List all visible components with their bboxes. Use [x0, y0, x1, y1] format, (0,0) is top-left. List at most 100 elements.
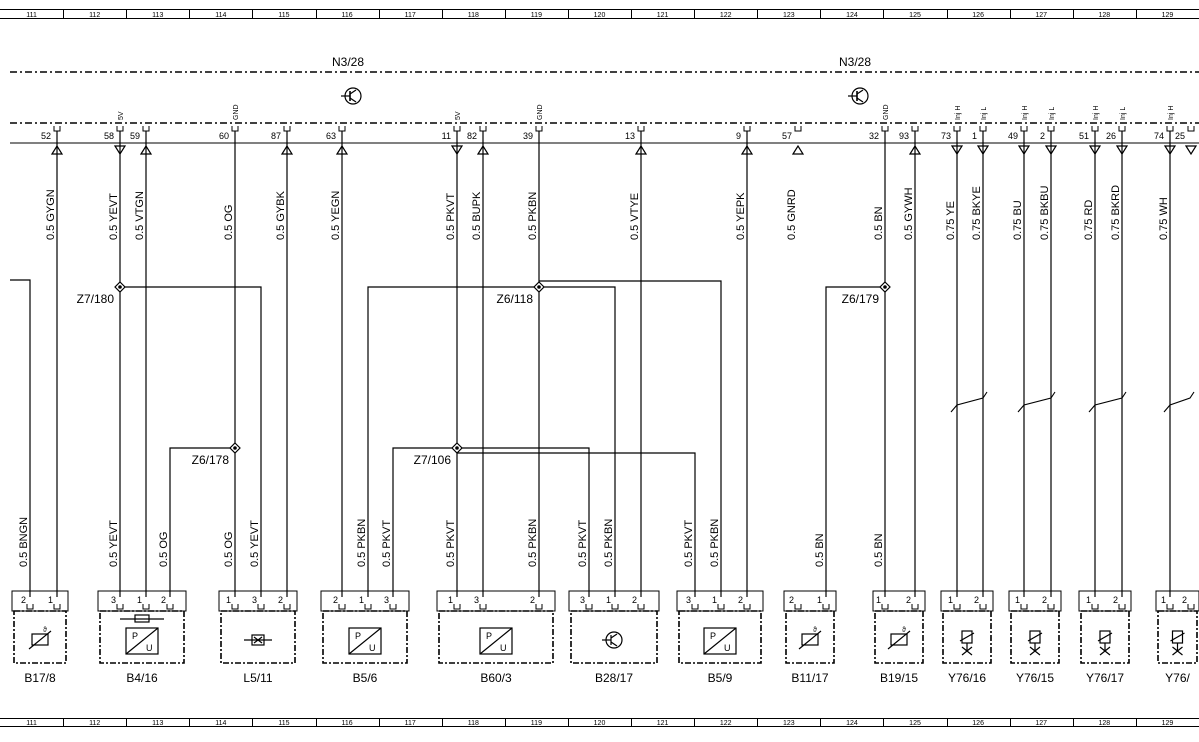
wire-color-label: 0.5 YEVT [108, 193, 120, 240]
top-ruler-cell-label: 113 [152, 12, 163, 19]
pin-tag: GND [233, 104, 240, 120]
component-pin-socket [535, 604, 543, 610]
wire-bn-branch [825, 286, 885, 597]
pin-number: 73 [941, 131, 951, 141]
wire-color-label: 0.75 RD [1083, 200, 1095, 240]
pin-number: 13 [625, 131, 635, 141]
wire-pkbn-branch-mid [539, 286, 616, 597]
top-ruler-cell-label: 120 [594, 12, 606, 19]
component-pin-socket [1020, 604, 1028, 610]
pin-tag: GND [883, 104, 890, 120]
twisted-pair-mark [1017, 391, 1056, 413]
pin-number: 2 [1040, 131, 1045, 141]
component-pin-socket [453, 604, 461, 610]
pressure-sensor-icon [479, 627, 513, 655]
bottom-ruler-cell-label: 129 [1162, 720, 1174, 727]
bottom-ruler-cell-label: 115 [278, 720, 289, 727]
top-ruler-cell-label: 112 [89, 12, 100, 19]
component-body [942, 610, 992, 664]
top-ruler-cell-label: 123 [783, 12, 795, 19]
pin-number: 32 [869, 131, 879, 141]
component-label: B5/9 [708, 671, 733, 685]
pressure-sensor-diagonal [348, 627, 382, 655]
component-pin-socket [822, 604, 830, 610]
component-pin-socket [1047, 604, 1055, 610]
ecu-pin-87: 87 [271, 126, 294, 155]
component-pin-number: 1 [48, 595, 53, 605]
component-connector [568, 590, 660, 612]
thermistor-icon-slash [798, 630, 822, 650]
pin-number: 25 [1175, 131, 1185, 141]
pin-socket [743, 126, 751, 132]
wire-color-label: 0.5 YEVT [108, 520, 120, 567]
component-pin-socket [911, 604, 919, 610]
component-label: L5/11 [243, 671, 272, 685]
pin-socket [911, 126, 919, 132]
pin-socket [1166, 126, 1174, 132]
component-pin-number: 3 [580, 595, 585, 605]
component-pin-socket [364, 604, 372, 610]
pin-socket [1091, 126, 1099, 132]
component-pin-number: 1 [817, 595, 822, 605]
ecu-pin-13: 13 [625, 126, 648, 155]
pressure-symbol-u: U [369, 643, 376, 653]
component-body [1080, 610, 1130, 664]
pin-socket [535, 126, 543, 132]
transistor-icon-emitter [610, 641, 618, 647]
component-pin-socket [283, 604, 291, 610]
component-pin-socket [26, 604, 34, 610]
ecu-pin-25: 25 [1175, 126, 1198, 156]
splice-Z6-178: Z6/178 [192, 442, 241, 467]
component-label: B11/17 [791, 671, 828, 685]
component-body [322, 610, 408, 664]
pin-number: 59 [130, 131, 140, 141]
component-pin-socket [717, 604, 725, 610]
output-arrow [1184, 145, 1198, 156]
component-pin-number: 2 [1113, 595, 1118, 605]
pin-tag: Inj H [1093, 106, 1100, 120]
component-pin-number: 2 [278, 595, 283, 605]
top-ruler-cell-label: 124 [846, 12, 858, 19]
component-pin-socket [1166, 604, 1174, 610]
component-pin-number: 1 [448, 595, 453, 605]
component-pin-number: 1 [226, 595, 231, 605]
wire-pkvt-branch-right [457, 452, 696, 597]
bottom-ruler-cell-label: 124 [846, 720, 858, 727]
component-label: Y76/17 [1086, 671, 1124, 685]
wire-color-label: 0.5 PKVT [445, 193, 457, 240]
wire-color-label: 0.75 BKBU [1039, 186, 1051, 240]
bottom-ruler-cell-label: 125 [909, 720, 921, 727]
component-pin-socket [881, 604, 889, 610]
twisted-pair-mark [1163, 391, 1195, 413]
pin-socket [479, 126, 487, 132]
component-label: B5/6 [353, 671, 378, 685]
pin-socket [1047, 126, 1055, 132]
pin-number: 74 [1154, 131, 1164, 141]
component-pin-number: 1 [1015, 595, 1020, 605]
splice-Z6-179: Z6/179 [842, 281, 891, 306]
component-pin-number: 2 [906, 595, 911, 605]
component-connector [436, 590, 556, 612]
ecu-pin-57: 57 [782, 126, 805, 155]
control-unit-label: N3/28 [839, 55, 871, 69]
wire-color-label: 0.5 BN [814, 533, 826, 567]
component-pin-number: 2 [333, 595, 338, 605]
bottom-ruler-cell-label: 113 [152, 720, 163, 727]
transistor-icon-collector [349, 89, 357, 95]
pin-number: 52 [41, 131, 51, 141]
wire-color-label: 0.75 BKYE [971, 186, 983, 240]
wire-color-label: 0.5 GNRD [786, 189, 798, 240]
injector-coil-slash [1027, 632, 1043, 642]
bottom-ruler-cell-label: 120 [594, 720, 606, 727]
splice-label: Z6/178 [192, 453, 230, 467]
